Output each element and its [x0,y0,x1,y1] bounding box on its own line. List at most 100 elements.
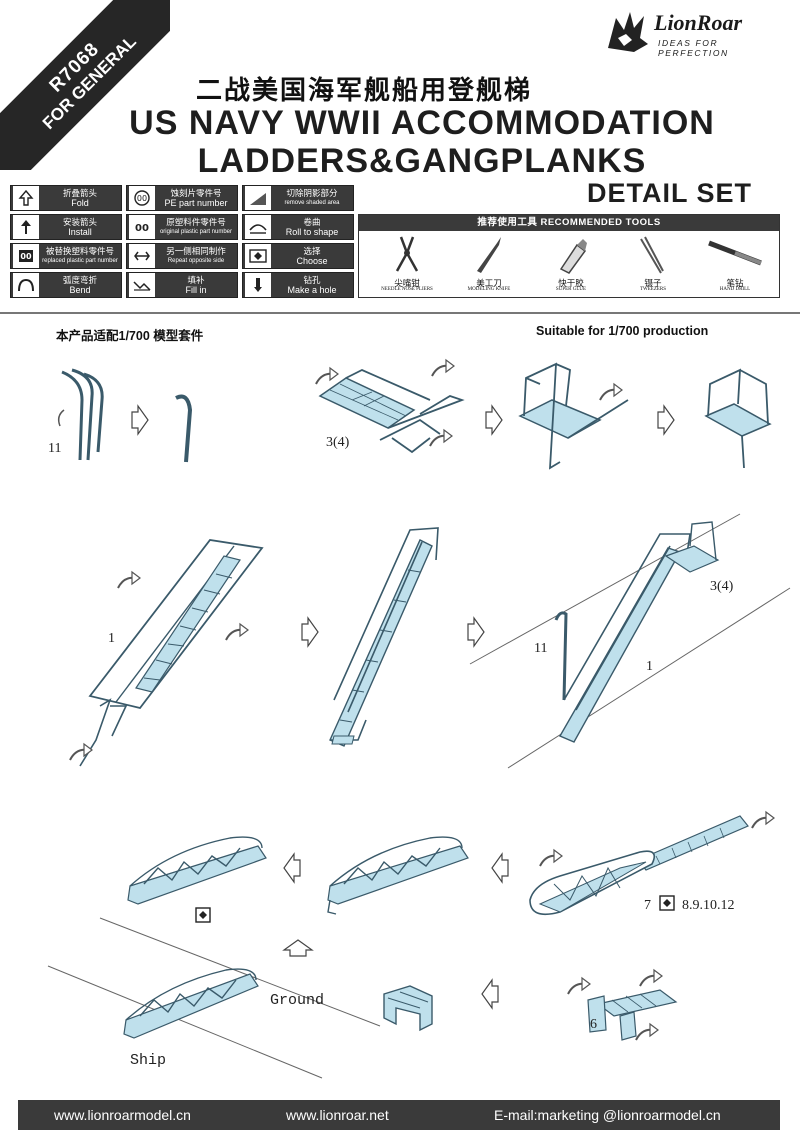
remove-shaded-icon [245,186,271,210]
step-gangplank-choose [127,836,267,923]
label-part-3-4-a: 3(4) [326,435,350,450]
legend-en: PE part number [164,198,228,208]
tool-drill: 笔钻 HAND DRILL [695,233,775,297]
step-ladder-assembled [329,527,439,747]
step-gangplank-flat: 7 8.9.10.12 [529,811,775,916]
legend-cn: 卷曲 [303,217,321,227]
recommended-tools: 推荐使用工具 RECOMMENDED TOOLS 尖嘴钳 NEEDLE NOSE… [358,214,780,298]
tools-header: 推荐使用工具 RECOMMENDED TOOLS [359,215,779,231]
step-platform-folded [518,362,629,470]
legend-repeat: 另一侧相同制作 Repeat opposite side [126,243,238,269]
tool-cn: 镊子 [644,278,662,288]
tool-tweezers: 镊子 TWEEZERS [613,233,693,297]
label-part-3-4-b: 3(4) [710,579,734,594]
knife-icon [477,237,501,273]
tool-en: NEEDLE NOSE PLIERS [381,287,433,292]
tool-en: HAND DRILL [719,287,751,292]
tweezers-icon [640,236,664,274]
brand-logo: LionRoar IDEAS FOR PERFECTION [604,8,784,58]
drill-hole-icon [245,273,271,297]
english-title-line2: LADDERS&GANGPLANKS [197,142,647,180]
header-divider [0,312,800,314]
step-arrow [657,405,675,435]
step-gangplank-assembled [327,836,469,915]
label-part-11: 11 [48,441,61,456]
step-arrow [481,979,499,1009]
step-gangplank-installed: Ground Ship [47,917,381,1079]
legend-en: Roll to shape [285,227,339,237]
footer-email[interactable]: E-mail:marketing @lionroarmodel.cn [494,1107,721,1123]
choose-icon [195,907,211,923]
label-part-7: 7 [644,898,651,913]
glue-icon [559,239,587,274]
label-part-1-a: 1 [108,631,115,646]
step-part-6-flat: 6 [567,969,678,1041]
step-arrow [485,405,503,435]
svg-text:00: 00 [137,194,147,203]
legend-cn: 选择 [303,246,321,256]
footer-bar: www.lionroarmodel.cn www.lionroar.net E-… [18,1100,780,1130]
label-part-11-b: 11 [534,641,547,656]
pliers-icon [395,236,419,272]
legend-cn: 填补 [187,275,205,285]
drill-icon [708,240,762,266]
footer-site-cn[interactable]: www.lionroarmodel.cn [54,1107,191,1123]
legend-cn: 安装箭头 [62,217,97,227]
tool-en: MODELING KNIFE [467,287,511,292]
legend-en: Install [68,227,92,237]
detail-set-title: DETAIL SET [587,178,753,208]
tool-cn: 快干胶 [558,278,584,288]
legend-cn: 折叠箭头 [62,188,97,198]
legend-cn: 被替换塑料零件号 [45,246,114,256]
legend-en: remove shaded area [284,200,340,206]
label-parts-8-12: 8.9.10.12 [682,898,735,913]
label-ground: Ground [270,992,324,1009]
legend-cn: 蚀刻片零件号 [170,188,222,198]
repeat-icon [129,244,155,268]
footer-site-net[interactable]: www.lionroar.net [286,1107,389,1123]
legend-en: Repeat opposite side [167,258,225,264]
tool-cn: 美工刀 [476,278,502,288]
brand-name: LionRoar [654,10,743,35]
legend-en: Choose [296,256,328,266]
tool-cn: 笔钻 [726,278,744,288]
fill-in-icon [129,273,155,297]
step-part-6 [383,985,433,1032]
fold-arrow-icon [13,186,39,210]
svg-text:00: 00 [20,252,32,261]
step-arrow [283,853,301,883]
bend-icon [13,273,39,297]
step-hook-11: 11 [48,368,104,461]
scale-note-en: Suitable for 1/700 production [536,324,709,338]
step-platform-flat: 3(4) [315,359,465,454]
assembly-diagram: 11 3(4) 1 [47,359,791,1079]
choose-icon [659,895,675,911]
label-ship: Ship [130,1052,166,1069]
brand-tagline: IDEAS FOR PERFECTION [658,38,729,58]
roll-icon [245,215,271,239]
step-platform-done [704,368,772,469]
tool-glue: 快干胶 SUPER GLUE [531,233,611,297]
step-arrow [467,617,485,647]
pe-number-icon: 00 [129,186,155,210]
step-arrow [301,617,319,647]
legend-cn: 切除阴影部分 [286,188,338,198]
legend-en: Make a hole [287,285,337,295]
legend-en: original plastic part number [159,229,233,235]
tool-pliers: 尖嘴钳 NEEDLE NOSE PLIERS [367,233,447,297]
label-part-6: 6 [590,1017,597,1032]
lion-logo-icon [608,12,648,52]
legend-cn: 另一侧相同制作 [166,246,226,256]
legend-remove-shaded: 切除阴影部分 remove shaded area [242,185,354,211]
step-arrow [283,939,313,957]
legend-en: Fold [71,198,89,208]
